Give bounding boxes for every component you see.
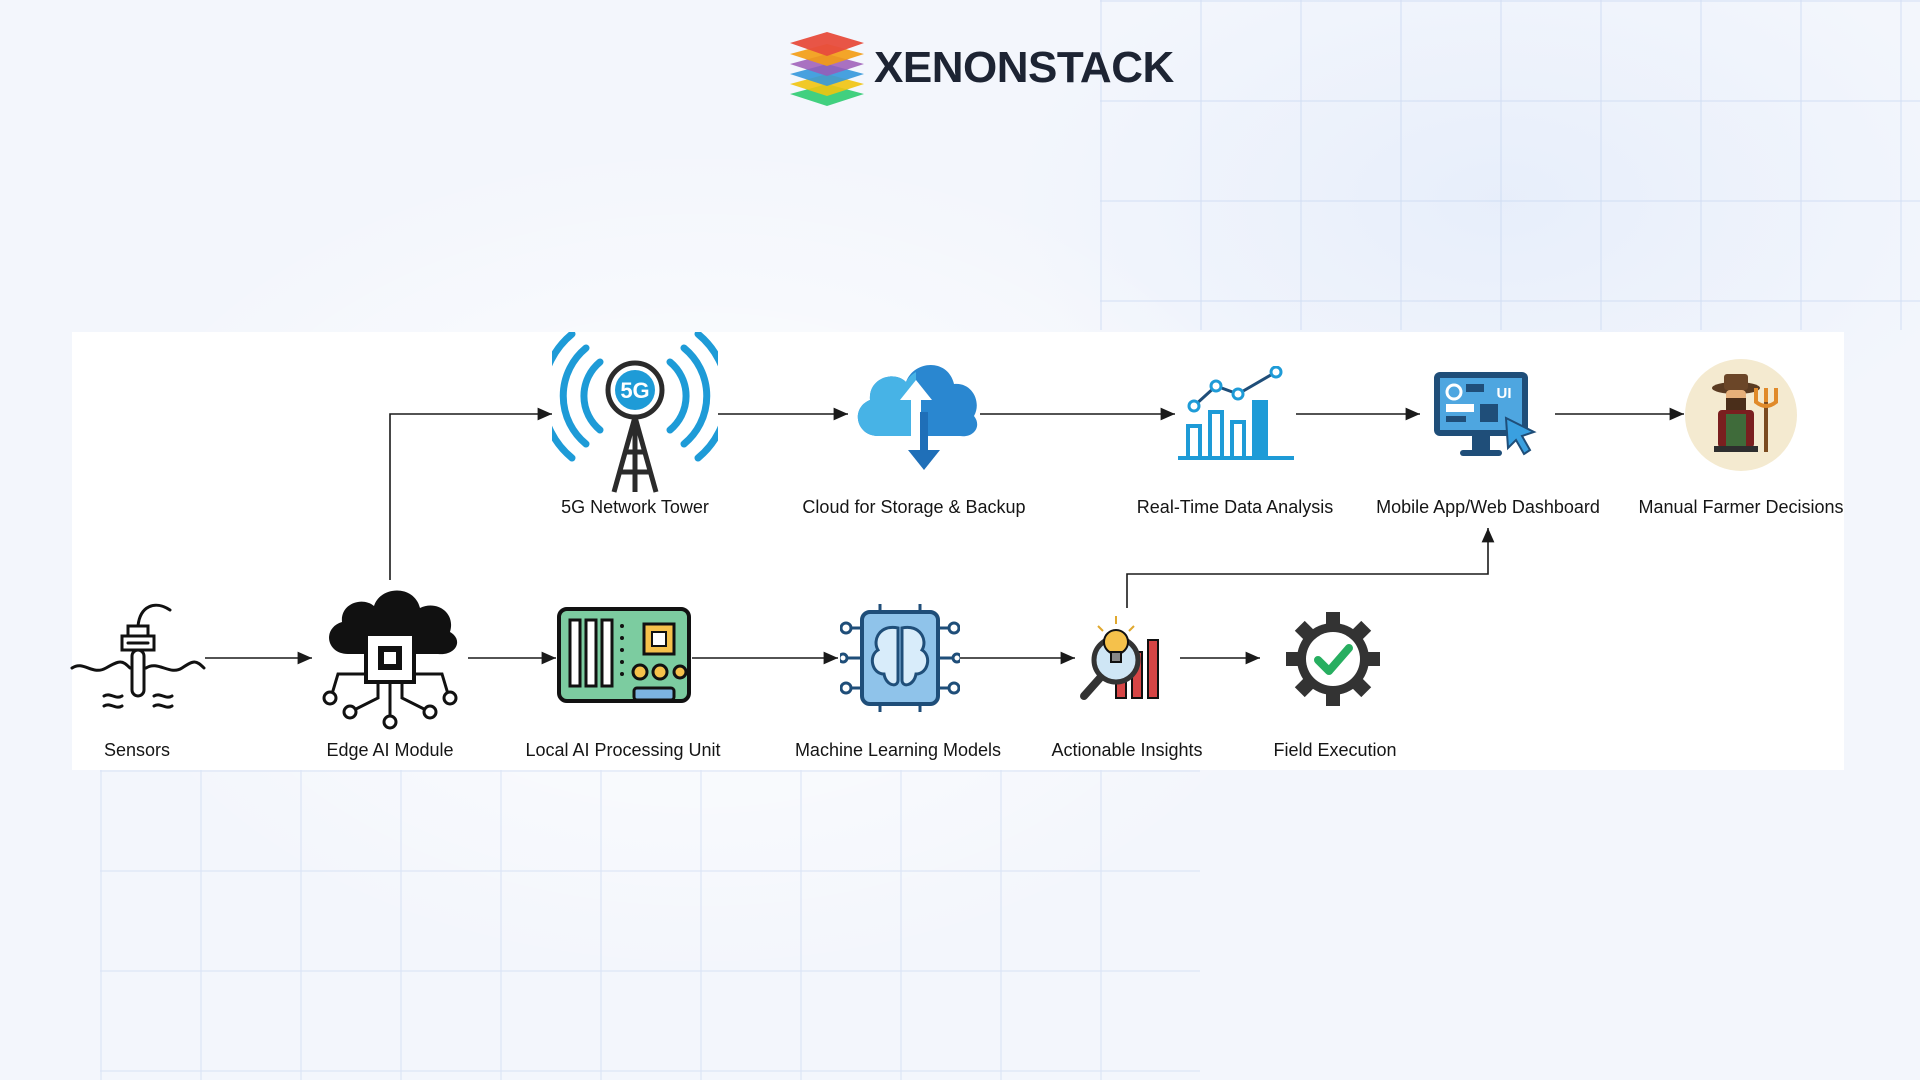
node-label-analysis: Real-Time Data Analysis bbox=[1136, 497, 1334, 517]
bar-line-chart-icon bbox=[1178, 366, 1294, 460]
soil-sensor-icon bbox=[70, 603, 206, 709]
brand-name: XENONSTACK bbox=[874, 43, 1174, 92]
gear-checkmark-icon bbox=[1286, 612, 1380, 706]
svg-text:UI: UI bbox=[1497, 385, 1512, 402]
lightbulb-magnifier-chart-icon bbox=[1080, 616, 1159, 700]
background-grid-bottom-left bbox=[100, 770, 1200, 1080]
node-label-ml-models: Machine Learning Models bbox=[794, 740, 1002, 760]
monitor-ui-icon: UI bbox=[1434, 372, 1537, 456]
farmer-pitchfork-icon bbox=[1685, 359, 1797, 471]
node-label-tower: 5G Network Tower bbox=[561, 497, 709, 517]
node-label-local-ai: Local AI Processing Unit bbox=[525, 740, 721, 760]
background-grid-top-right bbox=[1100, 0, 1920, 330]
cloud-upload-download-icon bbox=[857, 365, 978, 470]
5g-tower-icon: 5G bbox=[552, 332, 718, 493]
node-label-dashboard: Mobile App/Web Dashboard bbox=[1376, 497, 1600, 517]
brain-circuit-icon bbox=[840, 604, 960, 712]
cloud-chip-icon bbox=[322, 590, 458, 730]
stacked-layers-logo-icon bbox=[790, 32, 864, 106]
node-label-edge-ai: Edge AI Module bbox=[326, 740, 454, 760]
circuit-board-icon bbox=[557, 607, 691, 703]
node-label-insights: Actionable Insights bbox=[1051, 740, 1203, 760]
svg-text:5G: 5G bbox=[620, 378, 649, 403]
node-label-cloud: Cloud for Storage & Backup bbox=[802, 497, 1026, 517]
node-label-farmer: Manual Farmer Decisions bbox=[1638, 497, 1844, 517]
brand-logo: XENONSTACK bbox=[788, 26, 1174, 110]
node-label-sensors: Sensors bbox=[103, 740, 171, 760]
node-label-field: Field Execution bbox=[1273, 740, 1397, 760]
